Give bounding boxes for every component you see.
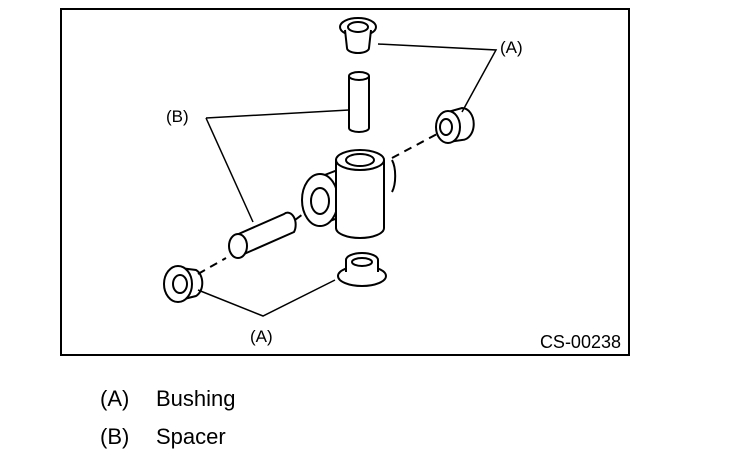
center-housing — [301, 149, 397, 239]
callout-a-bottom: (A) — [250, 327, 273, 346]
exploded-parts-diagram: (A) (B) (A) CS-00238 — [60, 8, 630, 356]
legend-item: (B) Spacer — [100, 418, 236, 456]
leader-lines — [197, 43, 498, 317]
legend-label: Spacer — [156, 424, 226, 449]
spacer-horizontal — [228, 211, 297, 259]
callout-b: (B) — [166, 107, 189, 126]
bushing-right — [435, 106, 475, 144]
assembly-axis — [197, 133, 438, 275]
legend-item: (A) Bushing — [100, 380, 236, 418]
callout-a-top: (A) — [500, 38, 523, 57]
bushing-left — [163, 265, 204, 303]
figure-code: CS-00238 — [540, 332, 621, 352]
bushing-bottom — [337, 252, 387, 287]
legend-key: (B) — [100, 424, 130, 449]
bushing-top — [339, 17, 377, 54]
legend: (A) Bushing (B) Spacer — [100, 380, 236, 456]
spacer-vertical — [348, 71, 370, 133]
legend-key: (A) — [100, 386, 130, 411]
legend-label: Bushing — [156, 386, 236, 411]
